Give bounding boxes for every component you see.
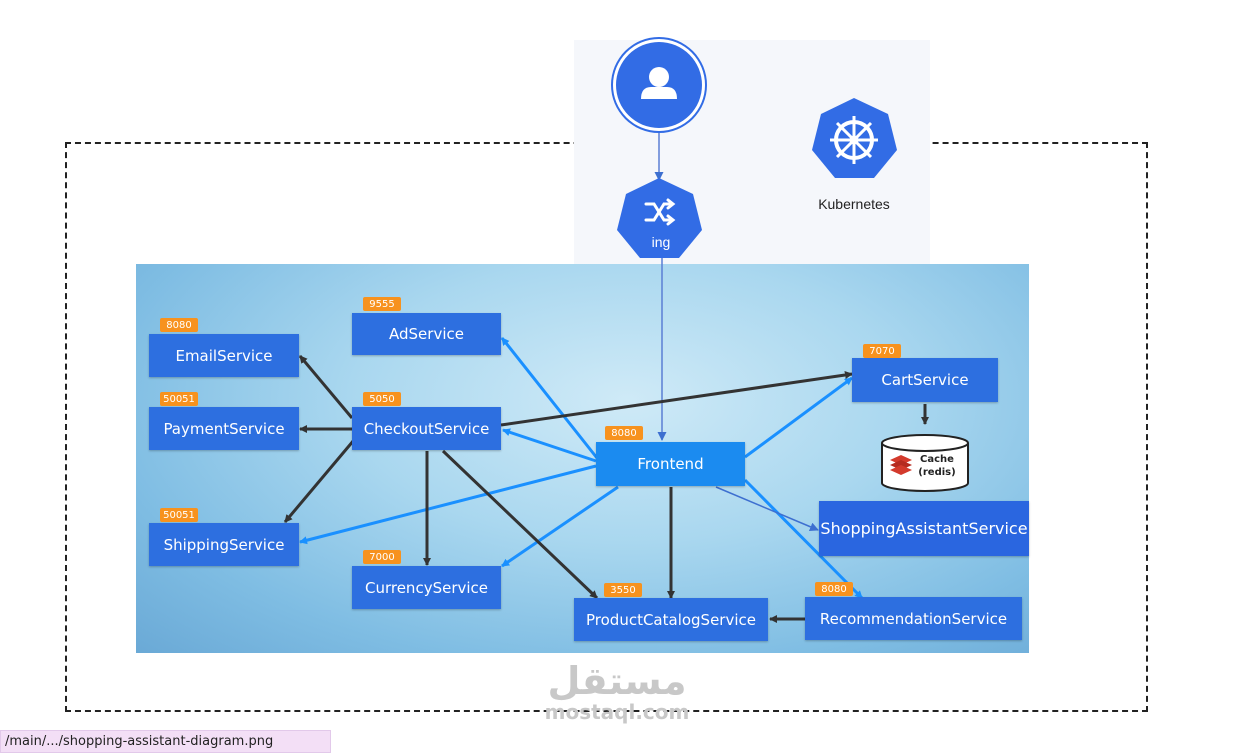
recommendation-service: RecommendationService: [805, 597, 1022, 640]
ingress-label: ing: [651, 234, 671, 250]
ad-service: AdService: [352, 313, 501, 355]
shopping-assistant-service-label: ShoppingAssistantService: [820, 519, 1028, 538]
frontend-service-port: 8080: [605, 426, 643, 440]
architecture-diagram: [136, 264, 1029, 653]
cart-service-label: CartService: [881, 371, 969, 389]
ad-service-label: AdService: [389, 325, 464, 343]
shipping-service-port: 50051: [160, 508, 198, 522]
payment-service-port: 50051: [160, 392, 198, 406]
shipping-service: ShippingService: [149, 523, 299, 566]
currency-service-port: 7000: [363, 550, 401, 564]
user-circle: [616, 42, 702, 128]
watermark: مستقل mostaql.com: [540, 660, 694, 722]
product-catalog-service: ProductCatalogService: [574, 598, 768, 641]
cart-service: CartService: [852, 358, 998, 402]
recommendation-service-port: 8080: [815, 582, 853, 596]
watermark-arabic: مستقل: [547, 659, 687, 703]
cache-label-line2: (redis): [918, 467, 956, 478]
product-catalog-service-label: ProductCatalogService: [586, 610, 756, 629]
product-catalog-service-port: 3550: [604, 583, 642, 597]
ad-service-port: 9555: [363, 297, 401, 311]
frontend-service-label: Frontend: [637, 455, 704, 473]
cache-label: Cache (redis): [913, 453, 961, 479]
status-bar-url: /main/.../shopping-assistant-diagram.png: [0, 730, 331, 753]
cache-label-line1: Cache: [920, 454, 954, 465]
email-service-label: EmailService: [175, 346, 273, 365]
payment-service: PaymentService: [149, 407, 299, 450]
checkout-service-label: CheckoutService: [363, 419, 490, 438]
checkout-service-port: 5050: [363, 392, 401, 406]
currency-service: CurrencyService: [352, 566, 501, 609]
kubernetes-label: Kubernetes: [818, 196, 890, 212]
payment-service-label: PaymentService: [163, 419, 285, 438]
shopping-assistant-service: ShoppingAssistantService: [819, 501, 1029, 556]
cart-service-port: 7070: [863, 344, 901, 358]
watermark-latin: mostaql.com: [544, 700, 690, 724]
recommendation-service-label: RecommendationService: [819, 609, 1008, 628]
checkout-service: CheckoutService: [352, 407, 501, 450]
email-service: EmailService: [149, 334, 299, 377]
frontend-service: Frontend: [596, 442, 745, 486]
currency-service-label: CurrencyService: [364, 578, 489, 597]
shipping-service-label: ShippingService: [163, 535, 285, 554]
email-service-port: 8080: [160, 318, 198, 332]
